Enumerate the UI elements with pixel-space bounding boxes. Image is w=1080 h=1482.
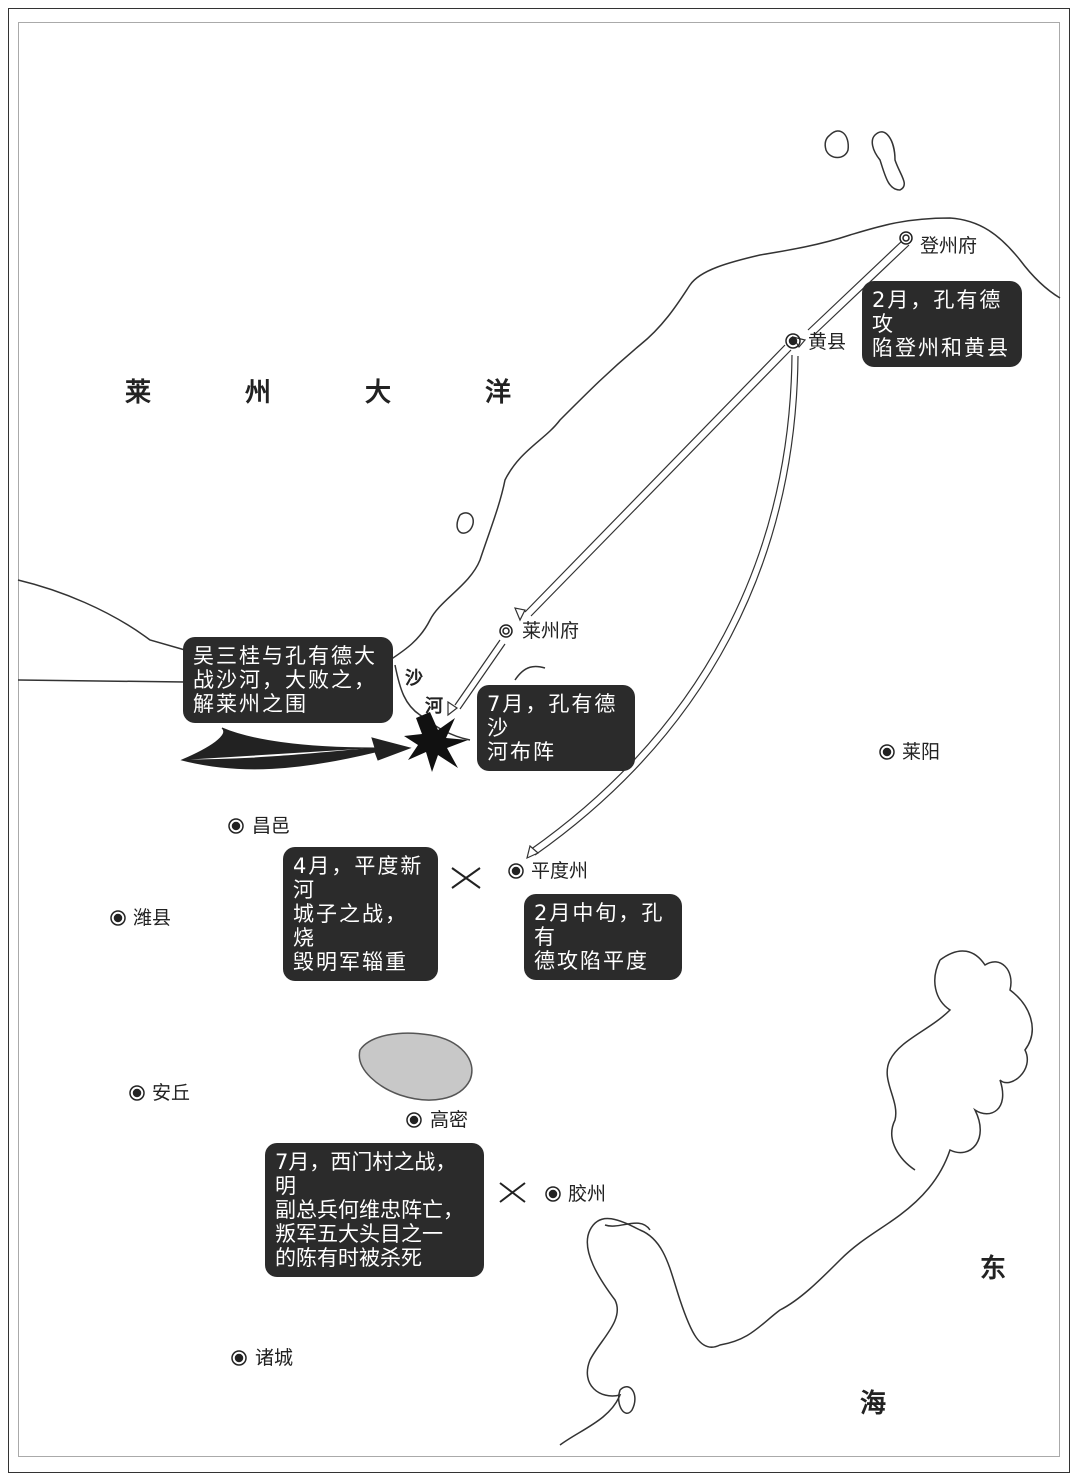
note-xinhe-battle: 4月，平度新河 城子之战，烧 毁明军辎重 — [283, 847, 438, 981]
map-frame — [8, 8, 1070, 1473]
place-zhucheng: 诸城 — [255, 1347, 294, 1369]
lake — [358, 1032, 473, 1101]
coastline-east — [559, 950, 1033, 1446]
arrow-huangxian-pingdu — [529, 354, 799, 856]
note-line: 7月，西门村之战，明 — [275, 1150, 457, 1198]
note-line: 副总兵何维忠阵亡， — [275, 1198, 464, 1222]
river-label-2: 河 — [425, 696, 443, 717]
note-dengzhou-fall: 2月，孔有德攻 陷登州和黄县 — [862, 281, 1022, 367]
place-gaomi: 高密 — [430, 1109, 469, 1131]
coastline-west — [17, 679, 186, 683]
sea-label-laizhou-1: 莱 — [125, 378, 152, 408]
place-changyi: 昌邑 — [252, 815, 291, 837]
note-line: 叛军五大头目之一 — [275, 1222, 443, 1246]
place-laiyang: 莱阳 — [902, 741, 941, 763]
coastline-east-bay — [886, 959, 952, 1171]
note-line: 解莱州之围 — [193, 692, 308, 716]
place-anqiu: 安丘 — [152, 1082, 191, 1104]
note-pingdu-fall: 2月中旬，孔有 德攻陷平度 — [524, 894, 682, 980]
sea-label-east-2: 海 — [860, 1389, 887, 1419]
note-line: 4月，平度新河 — [293, 854, 424, 902]
river-label-1: 沙 — [405, 668, 423, 689]
note-shahe-deploy: 7月，孔有德沙 河布阵 — [477, 685, 635, 771]
island-1 — [824, 130, 849, 159]
note-line: 2月，孔有德攻 — [872, 288, 1003, 336]
note-ximen-battle: 7月，西门村之战，明 副总兵何维忠阵亡， 叛军五大头目之一 的陈有时被杀死 — [265, 1143, 484, 1277]
place-dengzhou: 登州府 — [920, 235, 978, 257]
note-line: 城子之战，烧 — [293, 902, 408, 950]
county-markers — [110, 333, 895, 1366]
arrow-huangxian-laizhou — [524, 344, 792, 617]
sea-label-east-1: 东 — [980, 1254, 1007, 1284]
note-line: 2月中旬，孔有 — [534, 901, 665, 949]
sea-label-laizhou-2: 州 — [245, 378, 272, 408]
place-pingdu: 平度州 — [531, 860, 589, 882]
island-2 — [871, 131, 905, 191]
note-line: 毁明军辎重 — [293, 950, 408, 974]
battle-explosion-icon — [404, 712, 468, 772]
map-inner-border — [18, 22, 1060, 1457]
note-shahe-battle: 吴三桂与孔有德大 战沙河，大败之， 解莱州之围 — [183, 637, 393, 723]
sea-label-laizhou-3: 大 — [365, 378, 392, 408]
note-line: 7月，孔有德沙 — [487, 692, 618, 740]
peninsula-small — [456, 512, 474, 534]
note-line: 吴三桂与孔有德大 — [193, 644, 377, 668]
island-3 — [618, 1386, 636, 1414]
note-line: 陷登州和黄县 — [872, 336, 1010, 360]
crossed-swords-icon-2 — [499, 1182, 526, 1203]
crossed-swords-icon-1 — [451, 867, 481, 889]
arrow-heads — [447, 336, 807, 860]
place-weixian: 潍县 — [133, 907, 172, 929]
place-huangxian: 黄县 — [808, 331, 847, 353]
note-line: 战沙河，大败之， — [193, 668, 377, 692]
note-line: 的陈有时被杀死 — [275, 1246, 422, 1270]
jiaozhou-river — [604, 1222, 651, 1231]
coastline-north — [17, 217, 1061, 661]
coastline-shahe — [394, 664, 546, 741]
attack-arrow — [180, 727, 412, 770]
note-line: 河布阵 — [487, 740, 556, 764]
place-jiaozhou: 胶州 — [568, 1183, 607, 1205]
arrow-laizhou-battle — [454, 639, 506, 710]
arrow-dengzhou-huangxian — [807, 239, 910, 336]
place-laizhou: 莱州府 — [522, 620, 580, 642]
city-markers — [499, 231, 913, 638]
sea-label-laizhou-4: 洋 — [485, 378, 512, 408]
note-line: 德攻陷平度 — [534, 949, 649, 973]
